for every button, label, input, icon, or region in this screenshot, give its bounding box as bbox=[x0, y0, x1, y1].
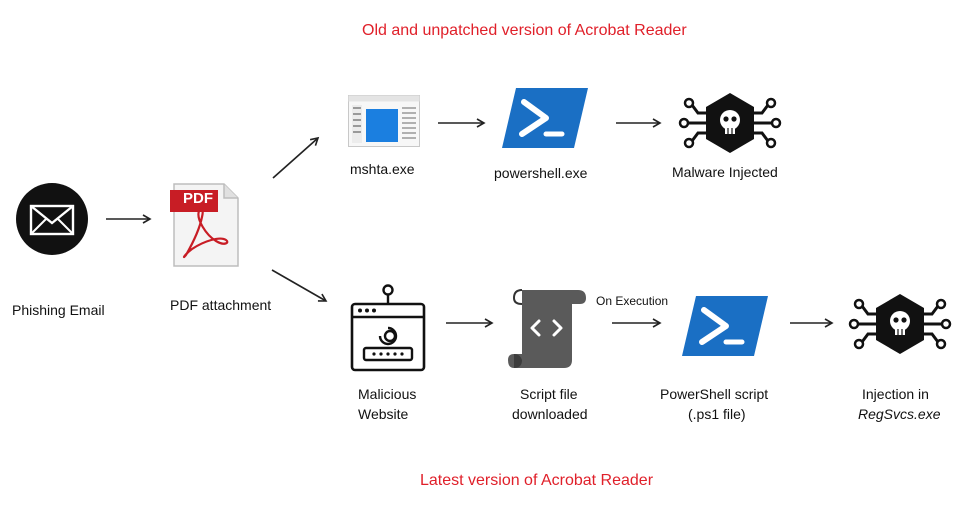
label-powershell-exe: powershell.exe bbox=[494, 165, 588, 181]
label-injection-line1: Injection in bbox=[862, 386, 929, 402]
malware-bug-icon bbox=[848, 294, 952, 354]
pdf-icon-text: PDF bbox=[183, 190, 213, 207]
label-on-execution: On Execution bbox=[596, 294, 669, 308]
envelope-icon bbox=[16, 183, 88, 255]
bottom-title: Latest version of Acrobat Reader bbox=[420, 472, 654, 489]
window-app-icon bbox=[348, 95, 420, 147]
top-title: Old and unpatched version of Acrobat Rea… bbox=[362, 22, 687, 39]
arrow-pdf-to-mshta bbox=[272, 136, 320, 179]
label-ps1-line1: PowerShell script bbox=[660, 386, 769, 402]
arrow-pdf-to-website bbox=[271, 269, 328, 302]
label-script-line1: Script file bbox=[520, 386, 578, 402]
label-website-line2: Website bbox=[358, 406, 409, 422]
script-scroll-icon bbox=[508, 289, 586, 368]
label-ps1-line2: (.ps1 file) bbox=[688, 406, 746, 422]
malware-bug-icon bbox=[678, 93, 782, 153]
label-mshta: mshta.exe bbox=[350, 161, 415, 177]
pdf-file-icon bbox=[170, 183, 239, 267]
powershell-icon bbox=[502, 88, 588, 148]
label-malware-injected: Malware Injected bbox=[672, 164, 778, 180]
label-pdf-attachment: PDF attachment bbox=[170, 297, 272, 313]
label-script-line2: downloaded bbox=[512, 406, 588, 422]
label-phishing-email: Phishing Email bbox=[12, 302, 105, 318]
label-injection-line2: RegSvcs.exe bbox=[858, 406, 941, 422]
label-malicious-line1: Malicious bbox=[358, 386, 417, 402]
malicious-website-icon bbox=[350, 284, 426, 372]
powershell-icon bbox=[682, 296, 768, 356]
